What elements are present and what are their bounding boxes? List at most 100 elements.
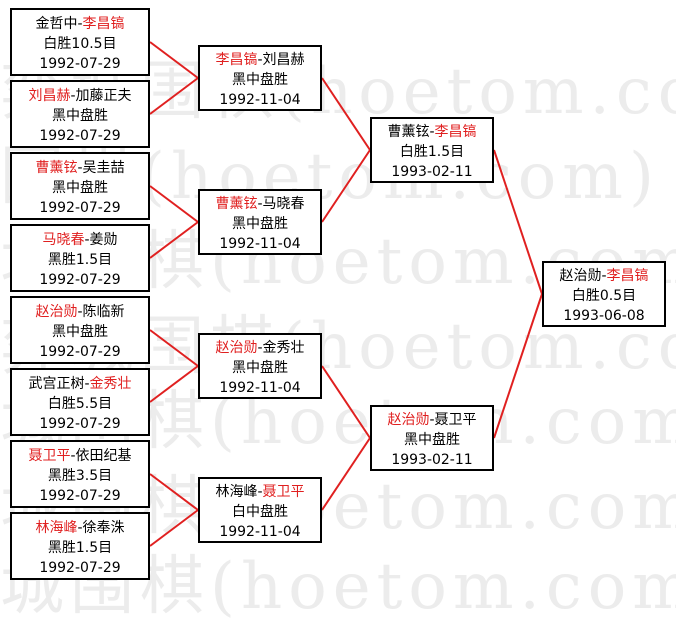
match-box-round1-8: 林海峰-徐奉洙黑胜1.5目 1992-07-29 bbox=[10, 512, 150, 580]
player-2-name: 聂卫平 bbox=[434, 412, 477, 428]
match-date: 1992-07-29 bbox=[39, 200, 121, 216]
match-players: 刘昌赫-加藤正夫 bbox=[12, 86, 148, 106]
match-box-round1-3: 曹薰铉-吴圭喆黑中盘胜 1992-07-29 bbox=[10, 152, 150, 220]
versus-dash: - bbox=[601, 268, 607, 284]
player-2-name: 金秀壮 bbox=[262, 340, 305, 356]
player-1-name: 刘昌赫 bbox=[28, 88, 71, 104]
match-result: 黑胜1.5目 bbox=[47, 540, 113, 556]
player-2-name: 徐奉洙 bbox=[82, 520, 125, 536]
player-2-name: 刘昌赫 bbox=[262, 52, 305, 68]
match-players: 金哲中-李昌镐 bbox=[12, 14, 148, 34]
match-box-round1-2: 刘昌赫-加藤正夫黑中盘胜 1992-07-29 bbox=[10, 80, 150, 148]
player-2-name: 李昌镐 bbox=[606, 268, 649, 284]
bracket-connectors bbox=[149, 41, 543, 547]
match-box-round2-3: 赵治勋-金秀壮黑中盘胜 1992-11-04 bbox=[198, 333, 322, 399]
versus-dash: - bbox=[429, 124, 435, 140]
player-1-name: 曹薰铉 bbox=[35, 160, 78, 176]
player-1-name: 曹薰铉 bbox=[387, 124, 430, 140]
player-2-name: 姜勋 bbox=[89, 232, 118, 248]
match-players: 林海峰-徐奉洙 bbox=[12, 518, 148, 538]
match-result: 黑胜1.5目 bbox=[47, 252, 113, 268]
player-1-name: 林海峰 bbox=[35, 520, 78, 536]
match-date: 1993-02-11 bbox=[391, 164, 473, 180]
match-date: 1992-07-29 bbox=[39, 488, 121, 504]
match-result: 黑中盘胜 bbox=[232, 216, 288, 232]
match-players: 赵治勋-陈临新 bbox=[12, 302, 148, 322]
versus-dash: - bbox=[70, 88, 76, 104]
match-result: 白胜5.5目 bbox=[47, 396, 113, 412]
match-date: 1992-07-29 bbox=[39, 344, 121, 360]
match-players: 赵治勋-金秀壮 bbox=[200, 338, 320, 358]
versus-dash: - bbox=[257, 484, 263, 500]
match-result: 白中盘胜 bbox=[232, 504, 288, 520]
player-2-name: 金秀壮 bbox=[89, 376, 132, 392]
match-players: 曹薰铉-吴圭喆 bbox=[12, 158, 148, 178]
match-players: 曹薰铉-李昌镐 bbox=[372, 122, 492, 142]
player-1-name: 聂卫平 bbox=[28, 448, 71, 464]
player-1-name: 马晓春 bbox=[42, 232, 85, 248]
match-date: 1992-07-29 bbox=[39, 272, 121, 288]
match-box-round2-1: 李昌镐-刘昌赫黑中盘胜 1992-11-04 bbox=[198, 45, 322, 111]
match-result: 白胜10.5目 bbox=[43, 36, 117, 52]
versus-dash: - bbox=[77, 16, 83, 32]
player-2-name: 加藤正夫 bbox=[75, 88, 132, 104]
player-1-name: 赵治勋 bbox=[559, 268, 602, 284]
match-players: 林海峰-聂卫平 bbox=[200, 482, 320, 502]
match-date: 1992-07-29 bbox=[39, 560, 121, 576]
match-result: 白胜0.5目 bbox=[571, 288, 637, 304]
versus-dash: - bbox=[77, 160, 83, 176]
versus-dash: - bbox=[429, 412, 435, 428]
player-2-name: 吴圭喆 bbox=[82, 160, 125, 176]
match-result: 黑胜3.5目 bbox=[47, 468, 113, 484]
player-1-name: 武宫正树 bbox=[28, 376, 85, 392]
player-1-name: 赵治勋 bbox=[215, 340, 258, 356]
versus-dash: - bbox=[77, 520, 83, 536]
player-2-name: 马晓春 bbox=[262, 196, 305, 212]
match-players: 武宫正树-金秀壮 bbox=[12, 374, 148, 394]
match-date: 1992-07-29 bbox=[39, 56, 121, 72]
player-1-name: 赵治勋 bbox=[35, 304, 78, 320]
versus-dash: - bbox=[257, 340, 263, 356]
match-box-round2-4: 林海峰-聂卫平白中盘胜 1992-11-04 bbox=[198, 477, 322, 543]
match-result: 黑中盘胜 bbox=[232, 360, 288, 376]
match-result: 黑中盘胜 bbox=[404, 432, 460, 448]
player-2-name: 聂卫平 bbox=[262, 484, 305, 500]
match-date: 1992-11-04 bbox=[219, 380, 301, 396]
match-result: 黑中盘胜 bbox=[52, 324, 108, 340]
match-box-round1-1: 金哲中-李昌镐白胜10.5目 1992-07-29 bbox=[10, 8, 150, 76]
match-box-round1-7: 聂卫平-依田纪基黑胜3.5目 1992-07-29 bbox=[10, 440, 150, 508]
match-box-round1-6: 武宫正树-金秀壮白胜5.5目 1992-07-29 bbox=[10, 368, 150, 436]
match-players: 赵治勋-聂卫平 bbox=[372, 410, 492, 430]
match-players: 赵治勋-李昌镐 bbox=[544, 266, 664, 286]
player-2-name: 李昌镐 bbox=[434, 124, 477, 140]
versus-dash: - bbox=[77, 304, 83, 320]
match-players: 马晓春-姜勋 bbox=[12, 230, 148, 250]
match-date: 1992-11-04 bbox=[219, 92, 301, 108]
player-1-name: 林海峰 bbox=[215, 484, 258, 500]
match-date: 1992-07-29 bbox=[39, 416, 121, 432]
versus-dash: - bbox=[70, 448, 76, 464]
match-result: 黑中盘胜 bbox=[52, 108, 108, 124]
match-box-round1-5: 赵治勋-陈临新黑中盘胜 1992-07-29 bbox=[10, 296, 150, 364]
player-1-name: 李昌镐 bbox=[215, 52, 258, 68]
match-date: 1992-11-04 bbox=[219, 524, 301, 540]
player-2-name: 李昌镐 bbox=[82, 16, 125, 32]
match-date: 1992-07-29 bbox=[39, 128, 121, 144]
match-players: 李昌镐-刘昌赫 bbox=[200, 50, 320, 70]
versus-dash: - bbox=[84, 376, 90, 392]
versus-dash: - bbox=[257, 196, 263, 212]
match-box-round3-1: 曹薰铉-李昌镐白胜1.5目 1993-02-11 bbox=[370, 117, 494, 183]
match-players: 聂卫平-依田纪基 bbox=[12, 446, 148, 466]
match-result: 黑中盘胜 bbox=[52, 180, 108, 196]
match-players: 曹薰铉-马晓春 bbox=[200, 194, 320, 214]
versus-dash: - bbox=[257, 52, 263, 68]
match-result: 黑中盘胜 bbox=[232, 72, 288, 88]
match-box-round1-4: 马晓春-姜勋黑胜1.5目 1992-07-29 bbox=[10, 224, 150, 292]
versus-dash: - bbox=[84, 232, 90, 248]
match-result: 白胜1.5目 bbox=[399, 144, 465, 160]
player-1-name: 曹薰铉 bbox=[215, 196, 258, 212]
player-1-name: 赵治勋 bbox=[387, 412, 430, 428]
